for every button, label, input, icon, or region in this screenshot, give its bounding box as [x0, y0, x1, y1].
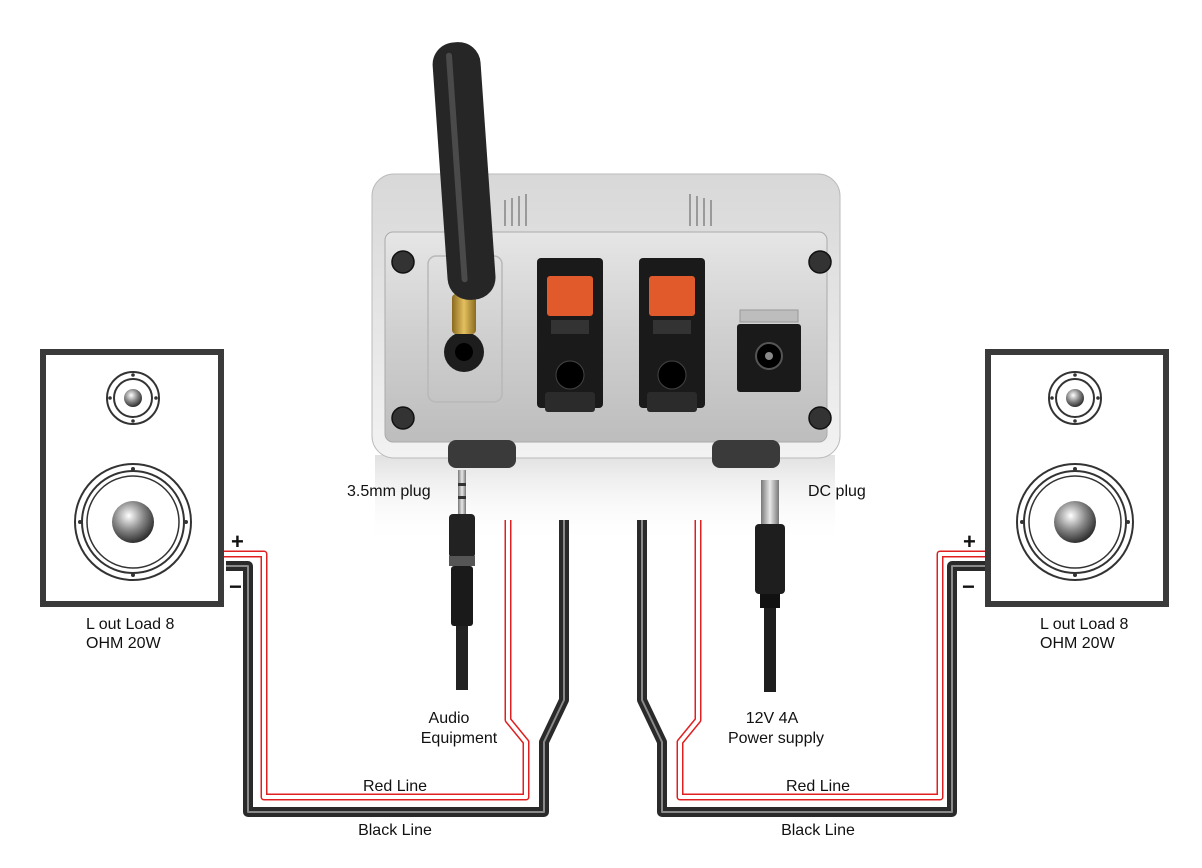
- speaker-icon-right: [985, 349, 1169, 607]
- left-minus-sign: −: [229, 574, 242, 599]
- amplifier: [371, 42, 841, 545]
- label-red-line-left: Red Line: [363, 778, 427, 795]
- label-3-5mm-plug: 3.5mm plug: [347, 483, 431, 500]
- label-audio-equipment-1: Audio: [429, 710, 470, 727]
- left-plus-sign: +: [231, 529, 244, 554]
- audio-jack-icon: [449, 470, 475, 690]
- amplifier-foot: [712, 440, 780, 468]
- speaker-terminal-icon: [639, 258, 705, 412]
- dc-input-jack: [737, 309, 801, 392]
- antenna-icon: [432, 42, 496, 334]
- speaker-icon-left: [40, 349, 224, 607]
- label-dc-plug: DC plug: [808, 483, 866, 500]
- amplifier-vents: [504, 194, 712, 226]
- left-speaker-spec-1: L out Load 8: [86, 616, 174, 633]
- label-black-line-left: Black Line: [358, 822, 432, 839]
- speaker-terminal-icon: [537, 258, 603, 412]
- black-wire-left: [226, 520, 569, 817]
- label-red-line-right: Red Line: [786, 778, 850, 795]
- left-speaker-spec-2: OHM 20W: [86, 635, 162, 652]
- label-power-supply-2: Power supply: [728, 730, 824, 747]
- amplifier-front-panel: [384, 231, 828, 443]
- wires: [222, 520, 988, 817]
- black-wire-right: [637, 520, 986, 817]
- red-wire-left: [222, 520, 530, 801]
- label-black-line-right: Black Line: [781, 822, 855, 839]
- dc-plug-icon: [755, 480, 785, 692]
- label-power-supply-1: 12V 4A: [746, 710, 799, 727]
- right-speaker-spec-1: L out Load 8: [1040, 616, 1128, 633]
- amplifier-foot: [448, 440, 516, 468]
- panel-screws: [391, 250, 832, 430]
- label-audio-equipment-2: Equipment: [421, 730, 498, 747]
- right-minus-sign: −: [962, 574, 975, 599]
- right-plus-sign: +: [963, 529, 976, 554]
- right-speaker-spec-2: OHM 20W: [1040, 635, 1116, 652]
